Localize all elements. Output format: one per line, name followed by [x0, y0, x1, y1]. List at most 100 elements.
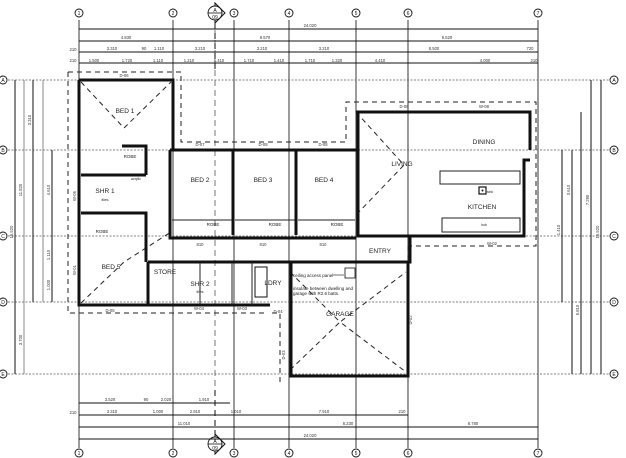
svg-text:D-07: D-07 [195, 142, 205, 147]
kitchen-sink-label: sink [487, 190, 493, 194]
svg-text:24.020: 24.020 [304, 433, 317, 438]
svg-text:210: 210 [70, 58, 78, 63]
svg-text:5: 5 [355, 451, 358, 457]
svg-text:B: B [612, 148, 616, 154]
svg-text:2.020: 2.020 [161, 397, 172, 402]
svg-text:6: 6 [407, 11, 410, 17]
room-labels: BED 1 ROBE SHR 1 tiles acrylic ROBE BED … [95, 108, 496, 318]
svg-text:D-06: D-06 [399, 104, 409, 109]
svg-text:D-04: D-04 [273, 309, 283, 314]
room-entry: ENTRY [369, 248, 392, 255]
svg-text:720: 720 [527, 46, 535, 51]
top-dimensions: 24.020 4.830 9.570 9.520 210 3.310 90 1.… [70, 23, 539, 64]
svg-text:W-04: W-04 [194, 306, 205, 311]
room-robe2: ROBE [207, 222, 220, 227]
svg-text:4.000: 4.000 [480, 58, 491, 63]
svg-text:7.910: 7.910 [319, 409, 330, 414]
opening-tags: D-06 D-07 D-08 D-08 D-06 W-08 W-02 D-05 … [72, 73, 498, 360]
svg-text:810: 810 [197, 242, 205, 247]
room-ldry: LDRY [264, 280, 282, 287]
room-robe5: ROBE [96, 229, 109, 234]
room-bed1: BED 1 [116, 108, 135, 115]
svg-text:3: 3 [233, 11, 236, 17]
svg-text:3.700: 3.700 [18, 334, 23, 345]
svg-text:E: E [1, 372, 5, 378]
svg-text:09: 09 [212, 446, 218, 452]
svg-text:1: 1 [78, 11, 81, 17]
svg-text:D-05: D-05 [105, 308, 115, 313]
svg-text:4: 4 [288, 451, 291, 457]
room-shr2: SHR 2 [190, 281, 210, 288]
svg-text:810: 810 [260, 242, 268, 247]
svg-text:4: 4 [288, 11, 291, 17]
svg-text:5.810: 5.810 [575, 304, 580, 315]
overhang-outline [67, 71, 537, 382]
svg-text:C: C [1, 234, 5, 240]
svg-text:1.500: 1.500 [89, 58, 100, 63]
ceiling-note: ceiling access panel insulate between dw… [293, 273, 354, 296]
svg-text:1.000: 1.000 [46, 279, 51, 290]
room-shr1: SHR 1 [95, 188, 115, 195]
svg-text:D-08: D-08 [258, 142, 268, 147]
room-kitchen: KITCHEN [468, 204, 497, 211]
room-dining: DINING [473, 139, 496, 146]
svg-text:6: 6 [407, 451, 410, 457]
right-dimensions: 15.520 7.290 5.810 3.610 1.410 [556, 80, 602, 374]
room-garage: GARAGE [326, 311, 354, 318]
svg-text:D: D [612, 300, 616, 306]
svg-text:4.410: 4.410 [375, 58, 386, 63]
svg-text:3.210: 3.210 [195, 46, 206, 51]
section-marker-top: A 09 [207, 1, 226, 70]
svg-text:1.410: 1.410 [556, 224, 561, 235]
svg-text:4.830: 4.830 [121, 35, 132, 40]
svg-text:09: 09 [212, 15, 218, 21]
walls [77, 78, 532, 378]
room-bed4: BED 4 [315, 177, 334, 184]
svg-text:D-06: D-06 [119, 73, 129, 78]
svg-text:11.010: 11.010 [178, 421, 191, 426]
svg-text:1.000: 1.000 [153, 409, 164, 414]
svg-text:1.410: 1.410 [214, 58, 225, 63]
svg-text:24.020: 24.020 [304, 23, 317, 28]
room-bed2: BED 2 [191, 177, 210, 184]
bottom-dimensions: 3.520 90 2.020 1.910 210 3.310 1.000 2.9… [70, 397, 538, 440]
svg-text:E: E [612, 372, 616, 378]
grid-bubbles-bottom: 1 2 3 4 5 6 7 [74, 448, 543, 458]
svg-text:1.320: 1.320 [332, 58, 343, 63]
svg-text:1.710: 1.710 [305, 58, 316, 63]
svg-text:9.570: 9.570 [260, 35, 271, 40]
room-living: LIVING [391, 161, 412, 168]
svg-text:210: 210 [531, 58, 539, 63]
svg-text:8.500: 8.500 [429, 46, 440, 51]
room-robe1: ROBE [124, 154, 137, 159]
grid-bubbles-top: 1 2 3 4 5 6 7 [74, 8, 543, 18]
svg-text:810: 810 [320, 242, 328, 247]
svg-text:6.230: 6.230 [343, 421, 354, 426]
svg-text:5: 5 [355, 11, 358, 17]
grid-bubbles-right: A B C D E [609, 75, 619, 379]
svg-text:2.910: 2.910 [190, 409, 201, 414]
svg-text:210: 210 [70, 410, 78, 415]
svg-text:1.710: 1.710 [244, 58, 255, 63]
svg-text:3.210: 3.210 [257, 46, 268, 51]
svg-text:15.520: 15.520 [9, 225, 14, 238]
svg-text:3.520: 3.520 [105, 397, 116, 402]
grid-lines [8, 20, 612, 448]
svg-text:1.410: 1.410 [274, 58, 285, 63]
svg-text:1.720: 1.720 [122, 58, 133, 63]
svg-text:210: 210 [70, 47, 78, 52]
svg-text:2: 2 [172, 451, 175, 457]
svg-text:A: A [213, 8, 217, 14]
svg-text:1.110: 1.110 [154, 46, 165, 51]
svg-text:15.520: 15.520 [595, 225, 600, 238]
room-store: STORE [154, 269, 177, 276]
kitchen-hob-label: hob [481, 223, 487, 227]
svg-text:ceiling access panel: ceiling access panel [293, 273, 333, 278]
shr1-acrylic: acrylic [131, 177, 141, 181]
svg-text:3.310: 3.310 [27, 114, 32, 125]
svg-text:9.520: 9.520 [442, 35, 453, 40]
svg-text:D-08: D-08 [318, 142, 328, 147]
svg-text:3.310: 3.310 [107, 409, 118, 414]
svg-text:7: 7 [537, 11, 540, 17]
